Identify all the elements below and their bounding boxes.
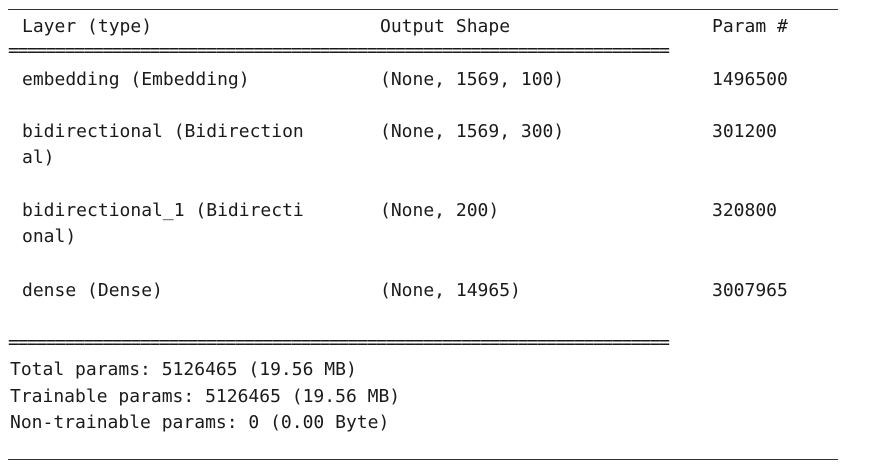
param-count: 1496500: [712, 69, 788, 90]
header-separator: ========================================…: [8, 44, 670, 58]
output-shape: (None, 1569, 300): [380, 121, 565, 142]
layer-name: dense (Dense): [22, 280, 163, 301]
param-count: 320800: [712, 200, 778, 221]
layer-name: bidirectional (Bidirection: [22, 121, 304, 142]
layer-name-continued: al): [22, 147, 55, 168]
output-shape: (None, 200): [380, 200, 500, 221]
trainable-params: Trainable params: 5126465 (19.56 MB): [10, 386, 401, 407]
bottom-rule: [8, 459, 838, 460]
param-count: 3007965: [712, 280, 788, 301]
param-count: 301200: [712, 121, 778, 142]
layer-name: embedding (Embedding): [22, 69, 250, 90]
output-shape: (None, 14965): [380, 280, 521, 301]
top-rule: [8, 9, 838, 10]
param-count-header: Param #: [712, 16, 788, 37]
layer-type-header: Layer (type): [22, 16, 153, 37]
footer-separator: ========================================…: [8, 336, 670, 350]
layer-name-continued: onal): [22, 226, 77, 247]
total-params: Total params: 5126465 (19.56 MB): [10, 359, 357, 380]
output-shape: (None, 1569, 100): [380, 69, 565, 90]
output-shape-header: Output Shape: [380, 16, 511, 37]
layer-name: bidirectional_1 (Bidirecti: [22, 200, 304, 221]
non-trainable-params: Non-trainable params: 0 (0.00 Byte): [10, 412, 390, 433]
